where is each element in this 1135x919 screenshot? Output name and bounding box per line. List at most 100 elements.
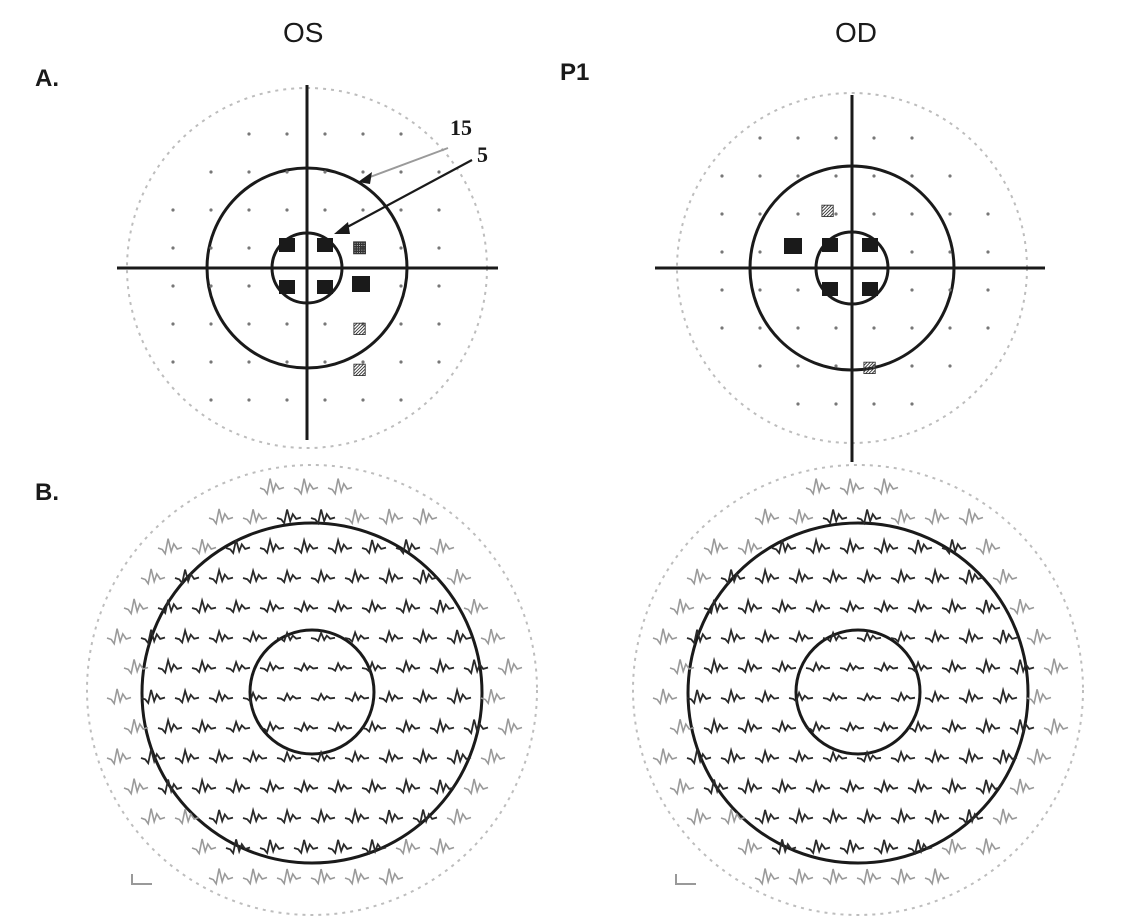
mferg-trace: [856, 509, 882, 526]
os-a-sq-ur: [317, 238, 333, 252]
probability-dot: [834, 212, 838, 216]
os-a-annotation-5: 5: [477, 142, 488, 167]
probability-dot: [209, 246, 213, 250]
probability-dot: [834, 364, 838, 368]
mferg-trace: [344, 868, 370, 886]
mferg-trace: [191, 539, 217, 556]
mferg-trace: [737, 838, 763, 856]
mferg-trace: [703, 716, 729, 735]
mferg-trace: [208, 566, 234, 585]
probability-dot: [720, 288, 724, 292]
mferg-trace: [259, 720, 285, 733]
mferg-trace: [822, 568, 848, 585]
os-b-outer-dashed-circle: [86, 464, 538, 916]
mferg-trace: [754, 508, 780, 526]
od-a-mark-2: ▨: [862, 359, 877, 376]
mferg-trace: [652, 628, 678, 646]
probability-dot: [247, 322, 251, 326]
probability-dot: [758, 288, 762, 292]
mferg-trace: [327, 720, 353, 733]
mferg-trace: [975, 657, 1001, 675]
mferg-trace: [1009, 778, 1035, 796]
os-eye-label: OS: [283, 17, 323, 48]
probability-dot: [872, 364, 876, 368]
mferg-trace: [378, 508, 404, 526]
os-b-scale-bar: [131, 874, 152, 885]
mferg-trace: [344, 509, 370, 526]
probability-dot: [910, 250, 914, 254]
mferg-trace: [293, 478, 319, 496]
mferg-trace: [890, 690, 916, 703]
mferg-trace: [771, 659, 797, 674]
probability-dot: [209, 398, 213, 402]
probability-dot: [361, 170, 365, 174]
mferg-trace: [344, 690, 370, 703]
probability-dot: [209, 208, 213, 212]
mferg-trace: [225, 659, 251, 674]
probability-dot: [285, 170, 289, 174]
probability-dot: [285, 360, 289, 364]
mferg-trace: [839, 536, 865, 555]
mferg-trace: [225, 598, 251, 614]
mferg-trace: [208, 688, 234, 704]
mferg-trace: [720, 809, 746, 826]
probability-dot: [285, 398, 289, 402]
os-a-sq-ll: [279, 280, 295, 294]
mferg-trace: [225, 719, 251, 734]
mferg-trace: [652, 688, 678, 706]
probability-dot: [285, 132, 289, 136]
probability-dot: [796, 326, 800, 330]
probability-dot: [437, 208, 441, 212]
probability-dot: [758, 212, 762, 216]
od-a-sq-ll: [822, 282, 838, 296]
mferg-trace: [259, 478, 285, 496]
mferg-trace: [856, 868, 882, 886]
mferg-trace: [123, 719, 149, 736]
mferg-trace: [924, 567, 950, 585]
mferg-trace: [703, 599, 729, 616]
probability-dot: [948, 212, 952, 216]
mferg-trace: [140, 568, 166, 586]
mferg-trace: [873, 661, 899, 673]
mferg-trace: [992, 569, 1018, 586]
od-b-scale-bar: [675, 874, 696, 885]
probability-dot: [437, 284, 441, 288]
probability-dot: [361, 360, 365, 364]
mferg-trace: [310, 630, 336, 643]
mferg-trace: [140, 749, 166, 766]
mferg-trace: [429, 717, 455, 735]
mferg-trace: [395, 718, 421, 734]
mferg-trace: [225, 777, 251, 795]
probability-dot: [247, 208, 251, 212]
mferg-trace: [924, 809, 950, 825]
os-b-ring-15deg: [140, 521, 484, 865]
mferg-trace: [856, 568, 882, 585]
od-b-waveforms: [652, 478, 1069, 886]
mferg-trace: [480, 748, 506, 766]
mferg-trace: [771, 839, 797, 856]
mferg-trace: [1009, 719, 1035, 736]
mferg-trace: [771, 539, 797, 556]
mferg-trace: [463, 599, 489, 616]
probability-dot: [209, 360, 213, 364]
p1-label: P1: [560, 59, 589, 86]
probability-dot: [910, 212, 914, 216]
os-a-mark-2: ▨: [352, 320, 367, 337]
probability-dot: [986, 212, 990, 216]
os-a-sq-ul: [279, 238, 295, 252]
mferg-trace: [174, 809, 200, 826]
mferg-trace: [412, 747, 438, 765]
mferg-trace: [941, 539, 967, 556]
mferg-trace: [157, 656, 183, 675]
mferg-trace: [446, 749, 472, 766]
mferg-trace: [754, 688, 780, 704]
mferg-trace: [480, 628, 506, 646]
mferg-trace: [907, 719, 933, 734]
probability-dot: [323, 398, 327, 402]
od-a-sq-ul: [822, 238, 838, 252]
mferg-trace: [839, 721, 865, 733]
probability-dot: [834, 326, 838, 330]
mferg-trace: [412, 809, 438, 826]
mferg-trace: [293, 778, 319, 794]
mferg-trace: [242, 749, 268, 764]
